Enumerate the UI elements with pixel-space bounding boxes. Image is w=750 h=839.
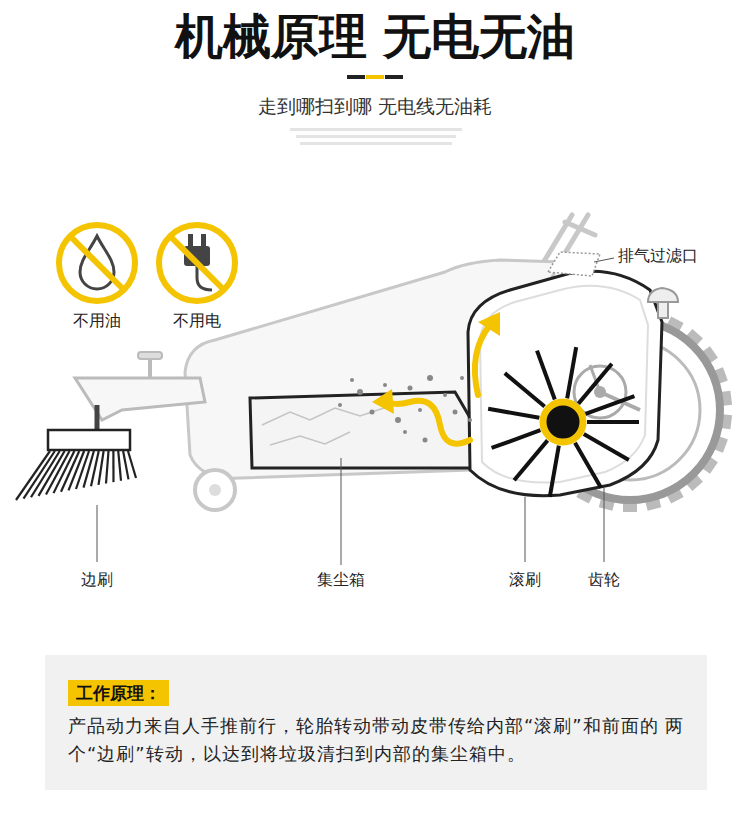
dust-box: [250, 392, 490, 468]
roller-bristle: [492, 430, 541, 448]
principle-text: 产品动力来自人手推前行，轮胎转动带动皮带传给内部“滚刷”和前面的 两个“边刷”转…: [68, 712, 693, 768]
no-oil-icon: [59, 225, 135, 301]
front-wheel-hub: [209, 484, 221, 496]
icon-label: 不用油: [73, 311, 121, 332]
dust-particle: [338, 403, 342, 407]
dust-particle: [395, 417, 401, 423]
bristle: [76, 451, 89, 489]
subtitle: 走到哪扫到哪 无电线无油耗: [258, 94, 492, 119]
bristle: [118, 451, 121, 481]
roller-bristle: [488, 409, 539, 418]
dust-particle: [468, 418, 472, 422]
dust-particle: [370, 410, 375, 415]
roller-bristle: [587, 420, 639, 424]
dust-particle: [427, 375, 433, 381]
bristle: [123, 451, 128, 479]
roller-bristle: [567, 347, 576, 398]
dust-particles: [338, 375, 472, 443]
housing-inner: [480, 286, 648, 483]
part-label: 边刷: [81, 570, 113, 591]
title: 机械原理 无电无油: [0, 6, 750, 66]
roller-brush: [488, 347, 639, 497]
bristle: [106, 451, 109, 484]
bristle: [39, 451, 65, 496]
dust-particle: [460, 376, 464, 380]
part-label: 排气过滤口: [618, 246, 698, 267]
part-label: 集尘箱: [317, 570, 365, 591]
accent-bar: [366, 75, 384, 79]
flow-arrow: [388, 401, 470, 444]
leader-lines: [97, 258, 614, 565]
part-label: 齿轮: [588, 570, 620, 591]
icon-label: 不用电: [173, 311, 221, 332]
dust-particle: [357, 389, 363, 395]
dust-particle: [350, 378, 354, 382]
dust-particle: [383, 383, 387, 387]
roller-bristle: [584, 434, 629, 460]
dust-particle: [443, 393, 447, 397]
bristle: [91, 451, 99, 486]
small-print: [296, 135, 456, 138]
roller-bristle: [537, 351, 555, 400]
gear: [574, 365, 640, 418]
side-brush: [16, 405, 136, 500]
roller-bristle: [550, 446, 559, 497]
bristle: [112, 451, 114, 482]
brush-housing: [468, 271, 662, 495]
small-print: [290, 128, 462, 131]
roller-hub: [543, 402, 583, 442]
dust-particle: [453, 410, 458, 415]
heading-band: 工作原理：: [68, 680, 169, 706]
front-wheel: [195, 470, 235, 510]
roller-bristle: [586, 396, 635, 414]
roller-bristle: [575, 443, 601, 488]
dust-particle: [403, 430, 407, 434]
flow-arrow: [475, 325, 490, 395]
exhaust-filter: [548, 252, 600, 276]
bristle: [46, 451, 70, 495]
dust-particle: [418, 408, 422, 412]
bristle: [128, 451, 136, 478]
flow-arrow-head: [478, 312, 500, 336]
knob: [138, 352, 162, 359]
part-label: 滚刷: [509, 570, 541, 591]
flow-arrow-head: [372, 389, 394, 414]
roller-bristle: [578, 364, 611, 404]
dust-particle: [408, 386, 413, 391]
dust-particle: [423, 438, 428, 443]
bristle: [99, 451, 104, 485]
panel-ground: [45, 655, 707, 790]
no-power-icon: [159, 225, 235, 301]
small-print: [300, 142, 452, 145]
heading-text: 工作原理：: [76, 682, 161, 704]
roller-bristle: [505, 373, 545, 406]
knob-post: [148, 358, 152, 378]
top-knob: [648, 288, 678, 318]
debris-lines: [262, 406, 390, 445]
principle-panel: 工作原理： 产品动力来自人手推前行，轮胎转动带动皮带传给内部“滚刷”和前面的 两个…: [45, 655, 707, 790]
roller-bristle: [514, 440, 547, 480]
accent-bar: [347, 75, 365, 79]
accent-bar: [385, 75, 403, 79]
